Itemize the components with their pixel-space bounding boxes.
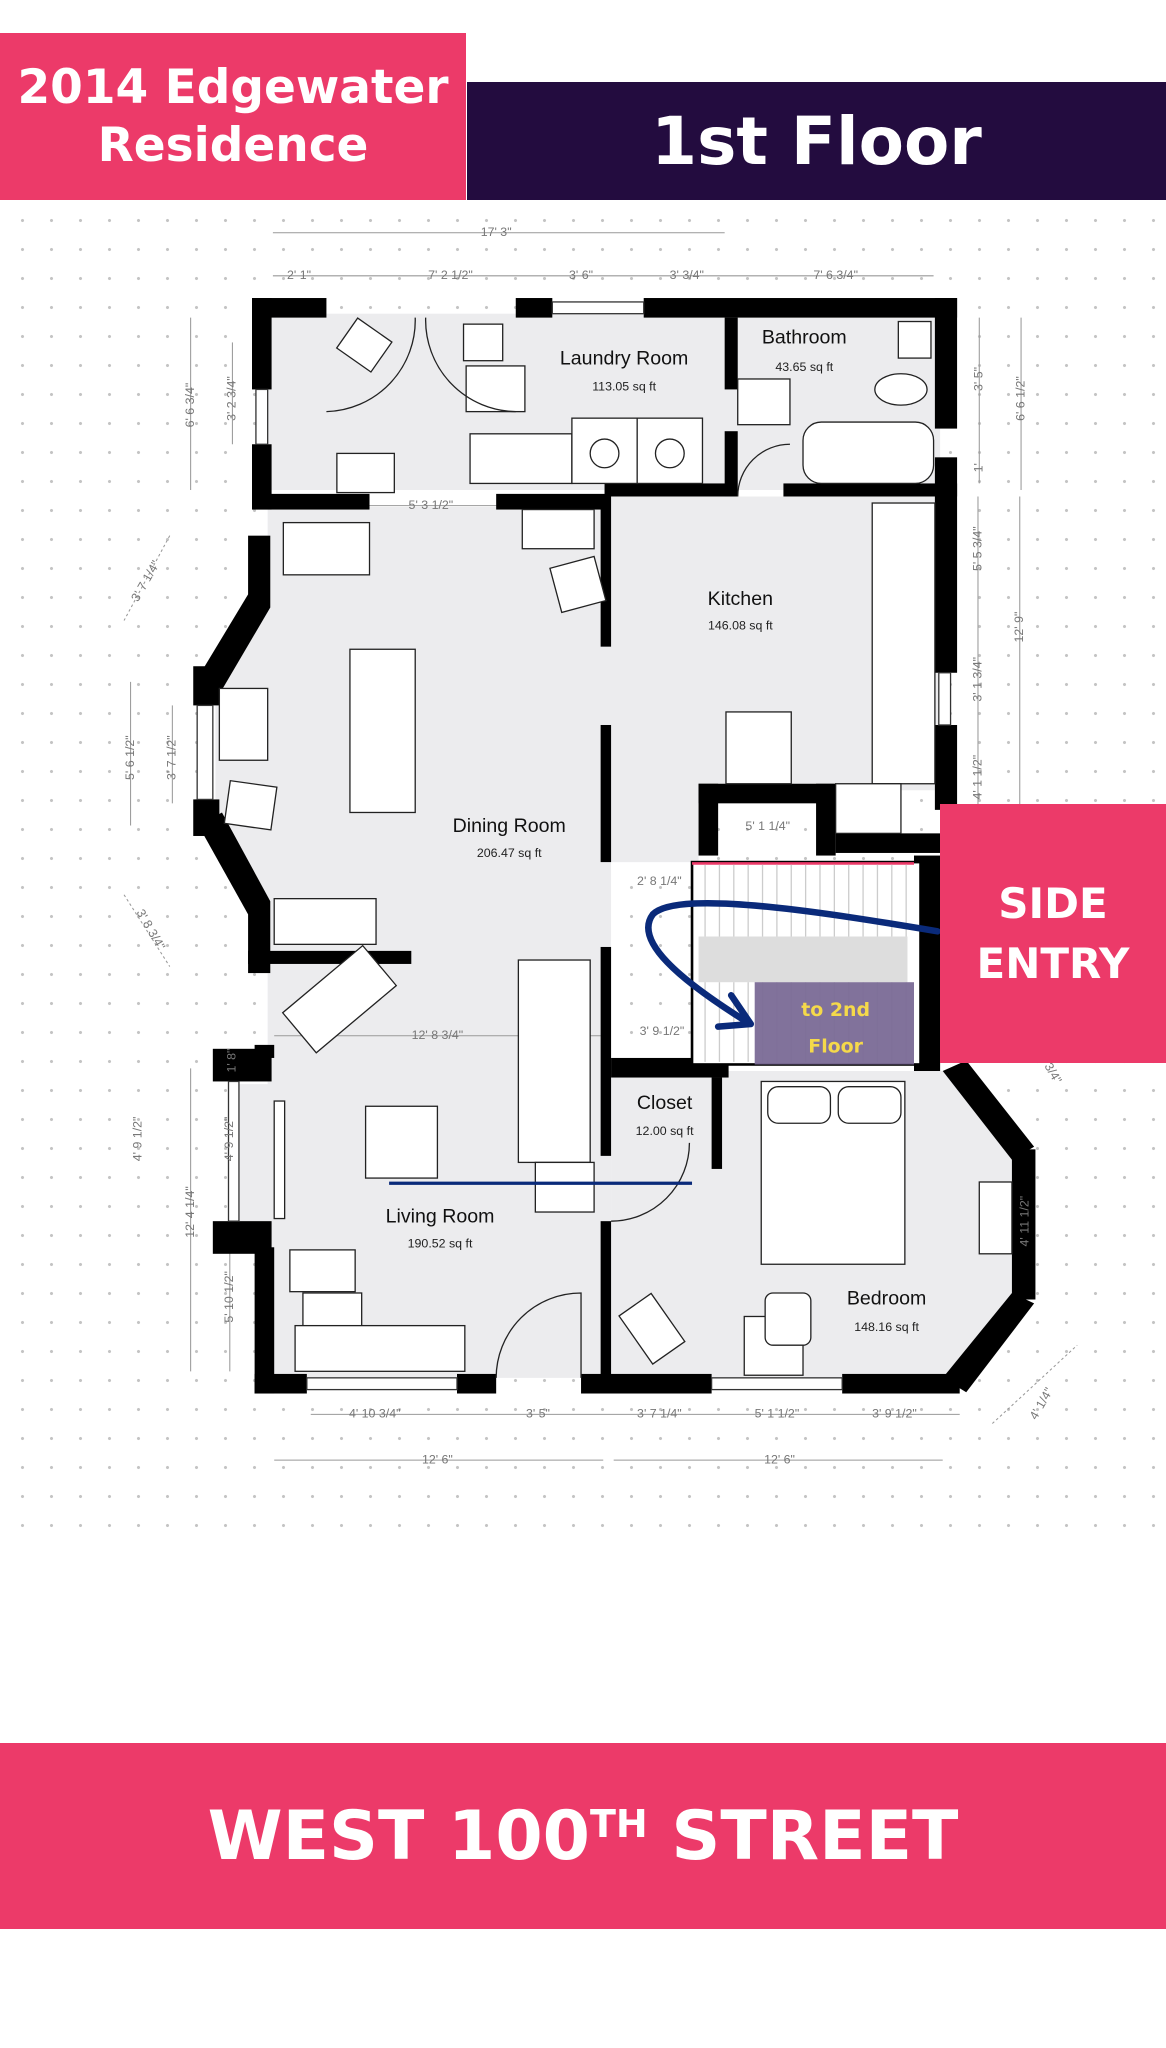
dimension-label: 12' 4 1/4" [183,1186,197,1238]
dimension-label: 5' 1 1/4" [745,819,790,833]
dimension-label: 4' 9 1/2" [222,1117,236,1162]
street-type: STREET [671,1796,959,1876]
dimension-label: 3' 2 3/4" [225,376,239,421]
room-area: 12.00 sq ft [636,1124,694,1138]
room-name: Dining Room [453,815,566,837]
dimension-label: 12' 6" [764,1452,795,1466]
dimension-label: 17' 3" [481,225,512,239]
dimension-label: 3' 9 1/2" [640,1024,685,1038]
dimension-label: 5' 10 1/2" [222,1271,236,1323]
title-line1: 2014 Edgewater [17,59,449,115]
dimension-label: 12' 9" [1012,612,1026,643]
room-name: Kitchen [708,588,773,610]
dryer-icon [636,417,704,485]
dimension-label: 2' 8 1/4" [637,874,682,888]
floor-heading: 1st Floor [467,82,1166,200]
dimension-label: 6' 6 1/2" [1013,376,1027,421]
dimension-label: 5' 5 3/4" [970,526,984,571]
dimension-label: 1' [972,463,986,472]
dimension-label: 7' 6 3/4" [813,268,858,282]
stairs-label-box [754,982,914,1065]
bathtub-icon [802,421,935,485]
dimension-label: 3' 9 1/2" [872,1407,917,1421]
room-area: 190.52 sq ft [408,1236,473,1250]
room-name: Bathroom [762,327,847,349]
dimension-label: 1' 8" [225,1049,239,1073]
dimension-label: 3' 8 3/4" [134,907,168,953]
dimension-label: 3' 3/4" [670,268,704,282]
side-entry-line2: ENTRY [976,938,1130,988]
dimension-label: 4' 1 1/2" [970,755,984,800]
dimension-label: 3' 7 1/4" [128,558,162,604]
windows [196,301,952,1391]
toilet-icon [874,373,928,406]
dimension-label: 5' 3 1/2" [409,498,454,512]
dimension-label: 5' 6 1/2" [123,735,137,780]
furniture [218,317,1013,1378]
residence-title: 2014 Edgewater Residence [0,33,466,200]
side-entry-label: SIDE ENTRY [940,804,1166,1063]
sink-icon [897,320,932,359]
washer-icon [571,417,638,485]
fireplace-icon [281,944,398,1054]
chair-icon [335,317,393,373]
arrowhead-icon [714,992,755,1030]
room-area: 148.16 sq ft [854,1320,919,1334]
couch-icon [294,1324,466,1372]
dimension-label: 3' 7 1/4" [637,1407,682,1421]
dimension-label: 3' 5" [972,367,986,391]
dimension-label: 4' 10 3/4" [349,1407,401,1421]
room-labels: Laundry Room 113.05 sq ft Bathroom 43.65… [386,327,927,1334]
stairs-label-line2: Floor [808,1036,863,1058]
dimension-label: 2' 1" [287,268,311,282]
dimension-label: 7' 2 1/2" [428,268,473,282]
room-name: Bedroom [847,1288,926,1310]
dimension-label: 3' 7 1/2" [165,735,179,780]
side-entry-line1: SIDE [998,878,1108,928]
room-name: Living Room [386,1205,495,1227]
dimension-label: 4' 11 1/2" [1017,1196,1031,1247]
dimension-lines [123,232,1078,1461]
dimension-labels: 17' 3" 2' 1" 7' 2 1/2" 3' 6" 3' 3/4" 7' … [123,225,1065,1466]
dimension-label: 3' 1 3/4" [970,657,984,702]
room-area: 206.47 sq ft [477,846,542,860]
street-suffix: TH [590,1802,648,1846]
room-area: 43.65 sq ft [775,360,833,374]
chair-icon [764,1292,812,1346]
dining-table-icon [349,648,416,814]
dimension-label: 12' 6" [422,1452,453,1466]
dimension-label: 6' 6 3/4" [183,383,197,428]
room-area: 146.08 sq ft [708,619,773,633]
side-entry-arrow [645,900,941,1026]
title-line2: Residence [97,117,369,173]
dimension-label: 4' 9 1/2" [131,1117,145,1162]
sofa-icon [517,959,591,1164]
room-name: Laundry Room [560,348,688,370]
street-name: WEST 100 [207,1796,590,1876]
room-area: 113.05 sq ft [592,380,656,394]
floor-label: 1st Floor [651,102,982,180]
stairs-label-line1: to 2nd [801,999,870,1021]
dimension-label: 3' 6" [569,268,593,282]
dimension-label: 3/4" [1042,1060,1065,1086]
walls [193,298,1036,1394]
stove-icon [725,711,792,785]
dimension-label: 5' 1 1/2" [755,1407,800,1421]
dimension-label: 12' 8 3/4" [412,1028,464,1042]
room-name: Closet [637,1092,693,1114]
chair-icon [462,323,504,362]
dimension-label: 4' 1/4" [1027,1385,1056,1422]
dimension-label: 3' 5" [526,1407,550,1421]
